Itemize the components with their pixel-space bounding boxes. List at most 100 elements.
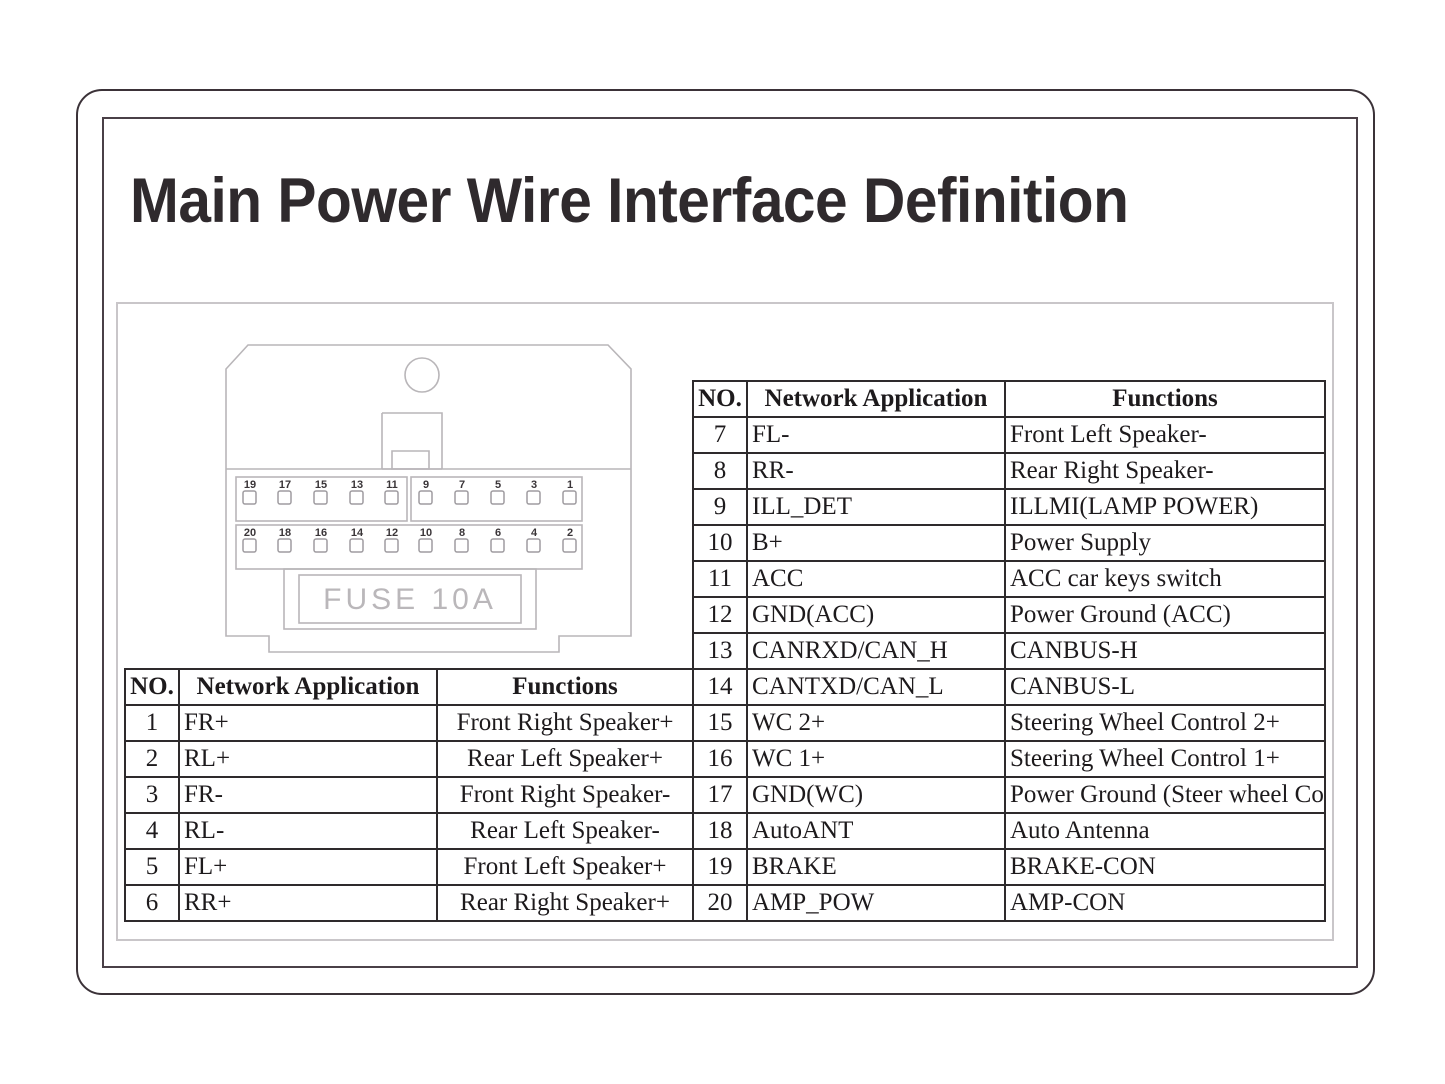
cell-pin-number: 7 (692, 416, 748, 454)
table-header-row: NO. Network Application Functions (692, 380, 1326, 418)
pin-square-7 (454, 490, 469, 505)
header-network-application: Network Application (178, 668, 438, 706)
pin-bank-top-left (235, 476, 408, 522)
cell-network-application: CANRXD/CAN_H (746, 632, 1006, 670)
cell-function: Front Right Speaker+ (436, 704, 694, 742)
pin-label-6: 6 (495, 527, 501, 539)
cell-function: Steering Wheel Control 2+ (1004, 704, 1326, 742)
cell-pin-number: 3 (124, 776, 180, 814)
pin-square-17 (277, 490, 292, 505)
pin-bank-top-right (410, 476, 583, 522)
pin-label-12: 12 (386, 527, 398, 539)
pin-label-16: 16 (315, 527, 327, 539)
cell-pin-number: 5 (124, 848, 180, 886)
cell-function: ILLMI(LAMP POWER) (1004, 488, 1326, 526)
pin-square-14 (349, 538, 364, 553)
cell-pin-number: 16 (692, 740, 748, 778)
cell-network-application: FR- (178, 776, 438, 814)
cell-network-application: RL- (178, 812, 438, 850)
cell-network-application: ACC (746, 560, 1006, 598)
pin-square-15 (313, 490, 328, 505)
pin-square-4 (526, 538, 541, 553)
cell-function: Auto Antenna (1004, 812, 1326, 850)
cell-network-application: ILL_DET (746, 488, 1006, 526)
cell-function: Power Ground (ACC) (1004, 596, 1326, 634)
cell-pin-number: 17 (692, 776, 748, 814)
cell-pin-number: 15 (692, 704, 748, 742)
connector-latch-notch (391, 450, 430, 470)
cell-network-application: FL- (746, 416, 1006, 454)
header-functions: Functions (1004, 380, 1326, 418)
pin-label-7: 7 (459, 479, 465, 491)
cell-function: Power Ground (Steer wheel Control) (1004, 776, 1326, 814)
cell-network-application: FR+ (178, 704, 438, 742)
pin-label-17: 17 (279, 479, 291, 491)
cell-function: AMP-CON (1004, 884, 1326, 922)
pin-square-16 (313, 538, 328, 553)
pin-square-5 (490, 490, 505, 505)
cell-function: CANBUS-L (1004, 668, 1326, 706)
cell-network-application: FL+ (178, 848, 438, 886)
cell-pin-number: 11 (692, 560, 748, 598)
pin-square-13 (349, 490, 364, 505)
cell-function: Front Right Speaker- (436, 776, 694, 814)
cell-pin-number: 2 (124, 740, 180, 778)
cell-function: Power Supply (1004, 524, 1326, 562)
cell-pin-number: 19 (692, 848, 748, 886)
pin-label-8: 8 (459, 527, 465, 539)
pin-label-2: 2 (567, 527, 573, 539)
cell-pin-number: 12 (692, 596, 748, 634)
table-header-row: NO. Network Application Functions (124, 668, 694, 706)
cell-function: Rear Left Speaker- (436, 812, 694, 850)
cell-pin-number: 4 (124, 812, 180, 850)
pin-square-11 (384, 490, 399, 505)
pin-square-12 (384, 538, 399, 553)
pin-label-14: 14 (351, 527, 364, 539)
header-no: NO. (124, 668, 180, 706)
cell-pin-number: 20 (692, 884, 748, 922)
cell-network-application: RL+ (178, 740, 438, 778)
cell-pin-number: 13 (692, 632, 748, 670)
connector-latch-tab (382, 412, 443, 469)
pin-label-10: 10 (420, 527, 432, 539)
pin-label-15: 15 (315, 479, 327, 491)
pin-square-8 (454, 538, 469, 553)
pin-label-9: 9 (423, 479, 429, 491)
pin-square-10 (418, 538, 433, 553)
cell-network-application: CANTXD/CAN_L (746, 668, 1006, 706)
cell-network-application: RR- (746, 452, 1006, 490)
pin-square-2 (562, 538, 577, 553)
cell-function: Rear Left Speaker+ (436, 740, 694, 778)
pin-label-20: 20 (244, 527, 256, 539)
pin-label-13: 13 (351, 479, 363, 491)
cell-pin-number: 14 (692, 668, 748, 706)
cell-pin-number: 8 (692, 452, 748, 490)
cell-function: Front Left Speaker+ (436, 848, 694, 886)
pin-label-1: 1 (567, 479, 573, 491)
connector-circle-detail (404, 357, 440, 393)
fuse-housing-outer (283, 568, 537, 630)
cell-function: BRAKE-CON (1004, 848, 1326, 886)
cell-network-application: GND(WC) (746, 776, 1006, 814)
pin-square-1 (562, 490, 577, 505)
cell-pin-number: 10 (692, 524, 748, 562)
cell-network-application: WC 1+ (746, 740, 1006, 778)
page-title: Main Power Wire Interface Definition (130, 166, 1129, 236)
